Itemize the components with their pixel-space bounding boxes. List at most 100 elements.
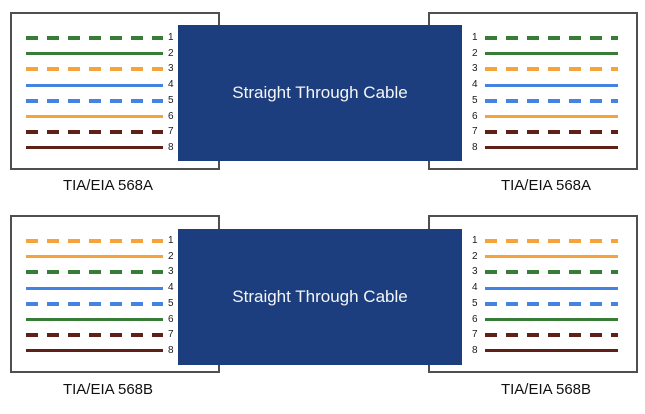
pin-number: 2 [168, 250, 174, 262]
pin-number: 2 [168, 47, 174, 59]
wire-row-pin-5: 5 [26, 94, 176, 106]
pin-number: 7 [472, 126, 478, 138]
pin-number: 7 [168, 329, 174, 341]
standard-label-568a-right: TIA/EIA 568A [500, 177, 592, 194]
wire-row-pin-5: 5 [26, 297, 176, 309]
wire-row-pin-8: 8 [472, 141, 618, 153]
pin-number: 1 [472, 32, 478, 43]
wire-line-blue-solid [26, 83, 163, 87]
pin-number: 1 [168, 32, 174, 43]
wire-line-brown-solid [485, 146, 618, 150]
pin-number: 6 [472, 313, 478, 325]
wire-row-pin-7: 7 [26, 330, 176, 340]
wire-row-pin-3: 3 [26, 267, 176, 277]
pin-number: 5 [472, 94, 478, 106]
wire-line-green-dashed [485, 270, 618, 275]
standard-label-568b-left: TIA/EIA 568B [62, 381, 154, 398]
wire-row-pin-1: 1 [472, 33, 618, 43]
wire-line-green-dashed [26, 270, 163, 275]
wire-row-pin-8: 8 [26, 141, 176, 153]
wire-row-pin-2: 2 [26, 47, 176, 59]
wire-row-pin-5: 5 [472, 94, 618, 106]
standard-label-568a-left: TIA/EIA 568A [62, 177, 154, 194]
pin-number: 5 [472, 297, 478, 309]
wire-row-pin-1: 1 [26, 33, 176, 43]
pin-number: 5 [168, 94, 174, 106]
cable-box-bottom-label: Straight Through Cable [232, 287, 408, 306]
wire-line-orange-solid [485, 255, 618, 259]
wire-line-green-solid [26, 318, 163, 321]
wire-row-pin-6: 6 [26, 110, 176, 122]
wire-line-orange-dashed [485, 67, 618, 72]
wire-line-green-solid [26, 52, 163, 56]
pin-number: 4 [472, 282, 478, 294]
wire-row-pin-2: 2 [472, 47, 618, 59]
wire-line-blue-dashed [26, 301, 163, 306]
pin-number: 8 [472, 344, 478, 356]
pin-number: 4 [472, 79, 478, 91]
pin-number: 4 [168, 79, 174, 91]
wire-row-pin-7: 7 [472, 127, 618, 137]
wire-line-brown-dashed [26, 333, 163, 338]
pin-number: 3 [168, 266, 174, 278]
pin-number: 8 [472, 141, 478, 153]
wire-row-pin-3: 3 [26, 64, 176, 74]
wire-row-pin-6: 6 [26, 313, 176, 325]
pin-number: 1 [472, 235, 478, 246]
wire-line-brown-dashed [485, 130, 618, 135]
pin-number: 8 [168, 141, 174, 153]
pin-number: 2 [472, 47, 478, 59]
wire-line-blue-dashed [26, 98, 163, 103]
wire-line-brown-dashed [485, 333, 618, 338]
pin-number: 3 [472, 63, 478, 75]
wire-row-pin-4: 4 [26, 80, 176, 90]
pin-number: 4 [168, 282, 174, 294]
wire-line-brown-solid [485, 349, 618, 353]
wire-row-pin-2: 2 [472, 250, 618, 262]
cable-box-top-label: Straight Through Cable [232, 83, 408, 102]
pin-number: 3 [168, 63, 174, 75]
pin-number: 6 [168, 313, 174, 325]
wire-line-orange-solid [485, 115, 618, 118]
wire-row-pin-8: 8 [26, 344, 176, 356]
wire-row-pin-4: 4 [472, 80, 618, 90]
wire-line-orange-solid [26, 255, 163, 259]
wire-line-green-solid [485, 318, 618, 321]
wire-line-blue-solid [26, 286, 163, 290]
wire-line-brown-solid [26, 146, 163, 150]
pin-number: 7 [472, 329, 478, 341]
wire-row-pin-4: 4 [26, 283, 176, 293]
pin-number: 5 [168, 297, 174, 309]
wire-row-pin-7: 7 [472, 330, 618, 340]
wire-line-blue-dashed [485, 301, 618, 306]
standard-label-568b-right: TIA/EIA 568B [500, 381, 592, 398]
wire-line-blue-dashed [485, 98, 618, 103]
wire-row-pin-7: 7 [26, 127, 176, 137]
wire-row-pin-1: 1 [26, 236, 176, 246]
pin-number: 8 [168, 344, 174, 356]
wire-line-orange-dashed [485, 239, 618, 243]
wire-line-green-solid [485, 52, 618, 56]
wire-row-pin-6: 6 [472, 110, 618, 122]
wire-line-orange-dashed [26, 239, 163, 243]
wire-row-pin-4: 4 [472, 283, 618, 293]
wire-line-brown-solid [26, 349, 163, 353]
pin-number: 6 [472, 110, 478, 122]
wire-row-pin-6: 6 [472, 313, 618, 325]
wire-line-blue-solid [485, 286, 618, 290]
pin-number: 2 [472, 250, 478, 262]
pin-number: 3 [472, 266, 478, 278]
wire-line-blue-solid [485, 83, 618, 87]
wire-line-brown-dashed [26, 130, 163, 135]
pin-number: 6 [168, 110, 174, 122]
wire-row-pin-8: 8 [472, 344, 618, 356]
wire-line-orange-dashed [26, 67, 163, 72]
pin-number: 1 [168, 235, 174, 246]
cable-box-bottom: Straight Through Cable [178, 229, 462, 365]
wire-row-pin-1: 1 [472, 236, 618, 246]
wire-line-green-dashed [26, 36, 163, 40]
pin-number: 7 [168, 126, 174, 138]
cable-box-top: Straight Through Cable [178, 25, 462, 161]
wire-row-pin-2: 2 [26, 250, 176, 262]
